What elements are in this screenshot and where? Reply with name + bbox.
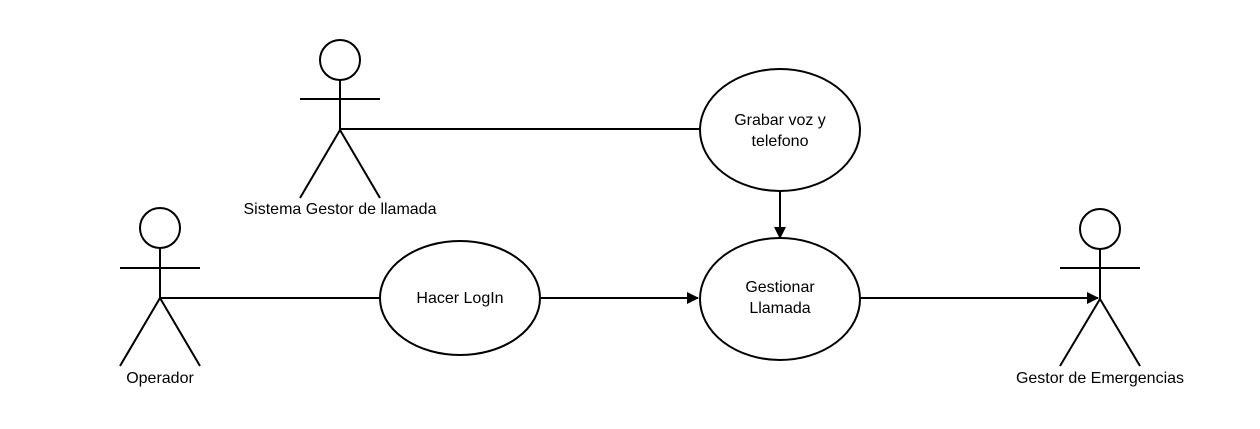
- actor-head: [139, 207, 181, 249]
- actor-right-leg: [1099, 298, 1141, 367]
- actor-left-leg: [119, 297, 161, 367]
- use-case-label-line2: telefono: [752, 133, 809, 150]
- use-case-label-line1: Gestionar: [745, 279, 815, 296]
- use-case-ellipse: [699, 68, 861, 192]
- actor-operador: Operador: [119, 207, 201, 387]
- actor-label-sistema: Sistema Gestor de llamada: [244, 201, 437, 218]
- use-case-gestionar-llamada: Gestionar Llamada: [699, 237, 861, 361]
- actor-left-leg: [1059, 298, 1101, 367]
- actor-sistema-gestor-de-llamada: Sistema Gestor de llamada: [244, 39, 437, 218]
- actor-label-gestor-emergencias: Gestor de Emergencias: [1016, 370, 1184, 387]
- actor-right-leg: [339, 129, 381, 199]
- actor-right-leg: [159, 297, 201, 367]
- actor-gestor-de-emergencias: Gestor de Emergencias: [1016, 208, 1184, 387]
- use-case-ellipse: [379, 240, 541, 356]
- use-case-label-line1: Hacer LogIn: [416, 290, 503, 307]
- actor-head: [1079, 208, 1121, 250]
- use-case-hacer-login: Hacer LogIn: [379, 240, 541, 356]
- actor-head: [319, 39, 361, 81]
- actor-label-operador: Operador: [126, 370, 194, 387]
- use-case-grabar-voz: Grabar voz y telefono: [699, 68, 861, 192]
- use-case-ellipse: [699, 237, 861, 361]
- use-case-label-line2: Llamada: [749, 300, 810, 317]
- actor-left-leg: [299, 129, 341, 199]
- use-case-label-line1: Grabar voz y: [734, 112, 826, 129]
